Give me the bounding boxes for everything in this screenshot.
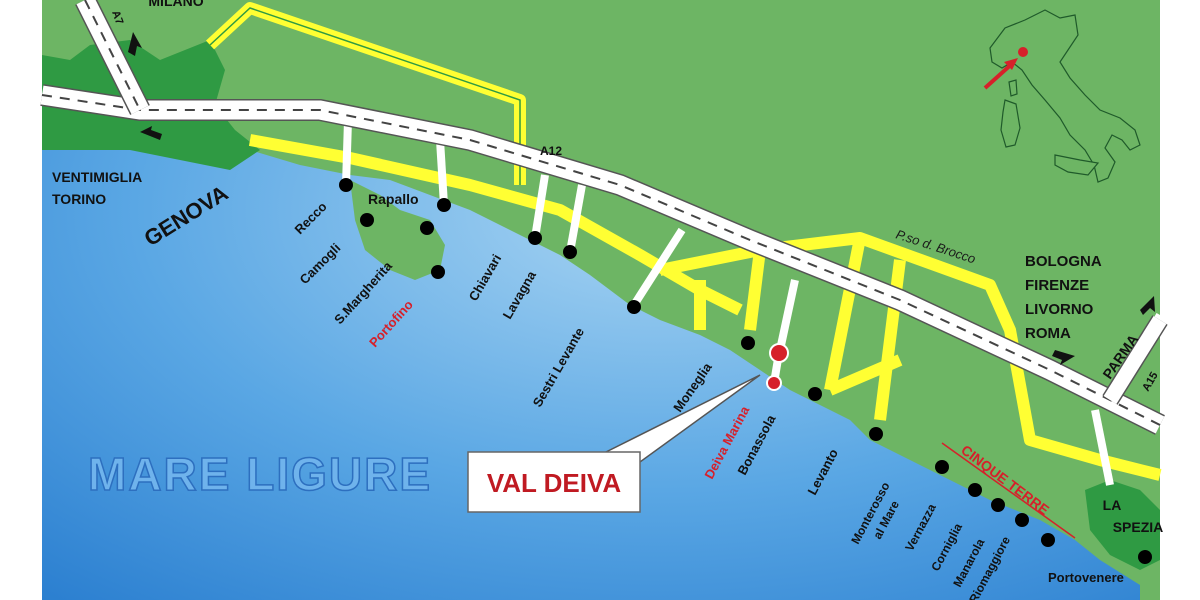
arrow-icons	[128, 32, 1155, 365]
town-marker-moneglia	[741, 336, 755, 350]
la-spezia-area	[1085, 480, 1160, 570]
town-marker-portofino	[431, 265, 445, 279]
town-marker-monterosso	[935, 460, 949, 474]
town-marker-chiavari	[528, 231, 542, 245]
town-marker-camogli	[360, 213, 374, 227]
direction-label-ventimiglia: VENTIMIGLIA	[52, 169, 142, 185]
town-marker-recco	[339, 178, 353, 192]
town-marker-riomaggiore	[1041, 533, 1055, 547]
town-marker-rapallo	[437, 198, 451, 212]
road-label-a12: A12	[540, 144, 562, 158]
town-label-rapallo: Rapallo	[368, 191, 419, 207]
arrow-north-icon	[128, 32, 142, 56]
town-marker-santa-margherita	[420, 221, 434, 235]
town-marker-levanto	[869, 427, 883, 441]
sea-label: MARE LIGURE	[88, 448, 432, 500]
town-marker-lavagna	[563, 245, 577, 259]
deiva-marina-marker	[766, 343, 789, 391]
town-marker-manarola	[1015, 513, 1029, 527]
direction-label-livorno: LIVORNO	[1025, 301, 1094, 318]
town-marker-sestri-levante	[627, 300, 641, 314]
cinque-terre-bracket	[941, 442, 1076, 539]
direction-label-roma: ROMA	[1025, 325, 1071, 342]
town-markers	[339, 178, 1152, 564]
motorway	[40, 0, 1168, 435]
portofino-promontory	[350, 180, 445, 280]
town-marker-vernazza	[968, 483, 982, 497]
town-marker-portovenere	[1138, 550, 1152, 564]
direction-label-bologna: BOLOGNA	[1025, 253, 1102, 270]
arrow-east-icon	[1052, 350, 1075, 365]
town-label-portovenere: Portovenere	[1048, 570, 1124, 585]
direction-label-torino: TORINO	[52, 191, 106, 207]
la-spezia-label-1: LA	[1103, 497, 1122, 513]
direction-label-firenze: FIRENZE	[1025, 277, 1089, 294]
arrow-west-icon	[140, 126, 162, 140]
direction-label-milano: MILANO	[148, 0, 203, 9]
italy-locator-map-icon	[983, 9, 1141, 183]
la-spezia-label-2: SPEZIA	[1113, 519, 1164, 535]
town-marker-bonassola	[808, 387, 822, 401]
callout-box	[467, 451, 641, 513]
motorway-exits	[342, 119, 1164, 486]
arrow-northeast-icon	[1140, 296, 1155, 315]
town-marker-corniglia	[991, 498, 1005, 512]
road-label-a7: A7	[109, 9, 125, 26]
secondary-roads-outline	[209, 7, 521, 185]
callout-label: VAL DEIVA	[487, 468, 622, 498]
